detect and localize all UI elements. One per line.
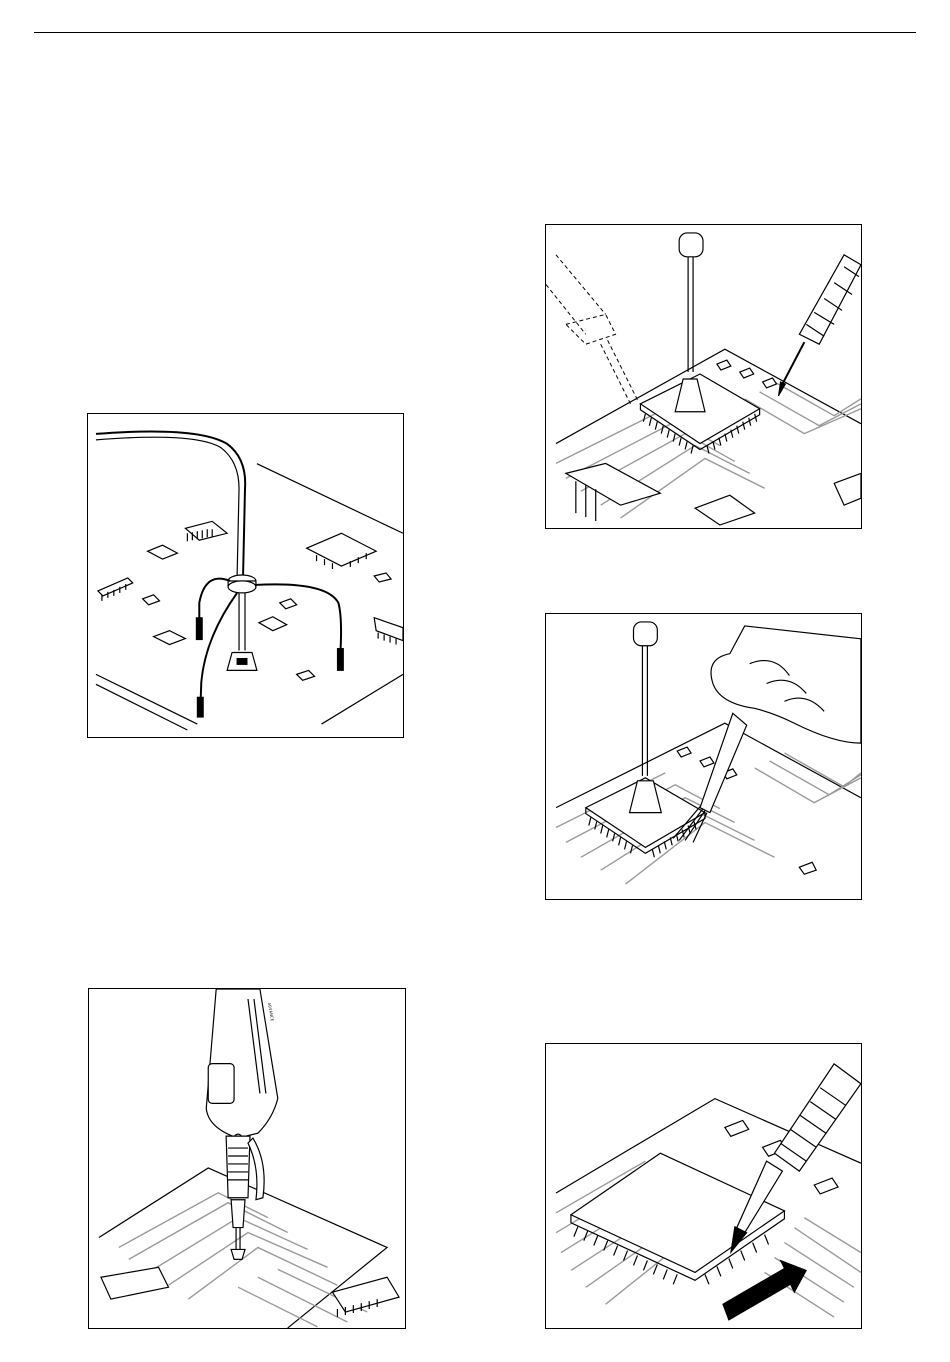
drag-solder-illustration [546,1044,861,1328]
header-rule [34,32,916,33]
pen-stamp-text: ADVANCE [267,1002,275,1022]
figure-soldering-iron [545,224,862,529]
figure-flux-brush [545,613,862,900]
figure-vacuum-pen: ADVANCE [88,988,406,1329]
figure-hot-air-probe [87,413,404,738]
hot-air-nozzle-illustration [88,414,403,737]
soldering-iron-illustration [546,225,861,528]
flux-brush-illustration [546,614,861,899]
figure-drag-solder [545,1043,862,1329]
vacuum-pen-illustration: ADVANCE [89,989,405,1328]
